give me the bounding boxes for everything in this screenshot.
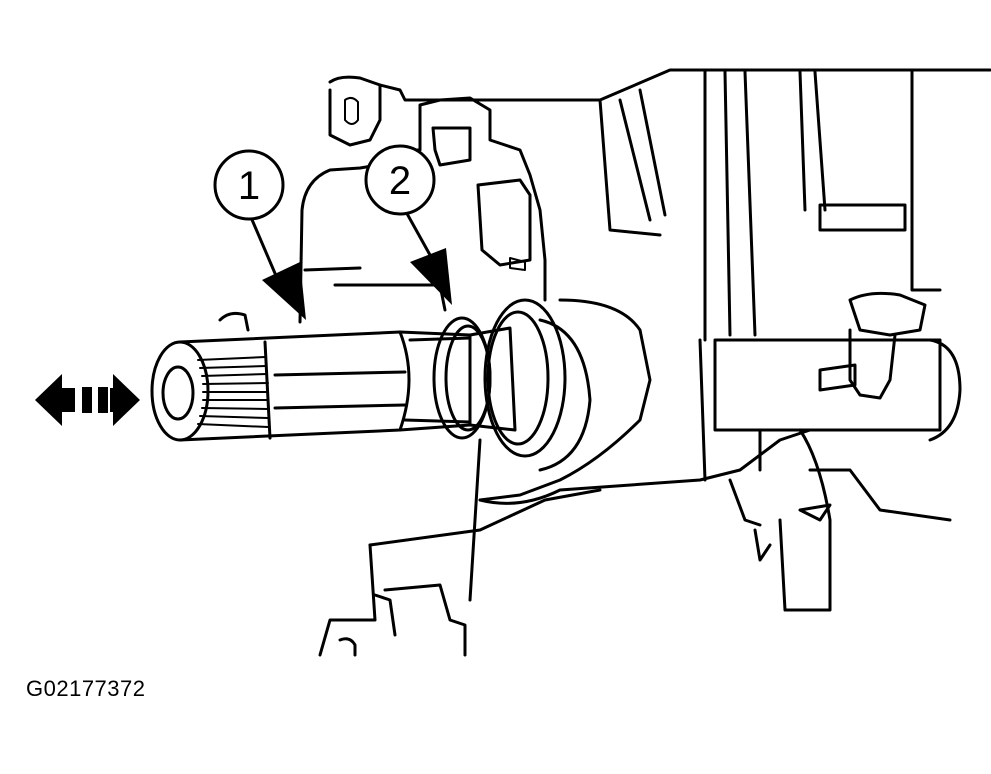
seal-collar: [483, 298, 567, 458]
callout-1-label: 1: [238, 164, 260, 208]
callout-arrow-icon: [262, 262, 306, 320]
transmission-housing: [218, 68, 991, 657]
callout-2: 2: [364, 144, 452, 305]
callout-2-label: 2: [389, 159, 411, 203]
callout-1: 1: [213, 149, 306, 320]
shaft-seal: [432, 316, 492, 440]
callout-arrow-icon: [410, 248, 452, 305]
figure-id: G02177372: [26, 676, 146, 701]
double-headed-arrow-icon: [35, 374, 140, 426]
shaft-splined-end: [150, 340, 269, 442]
